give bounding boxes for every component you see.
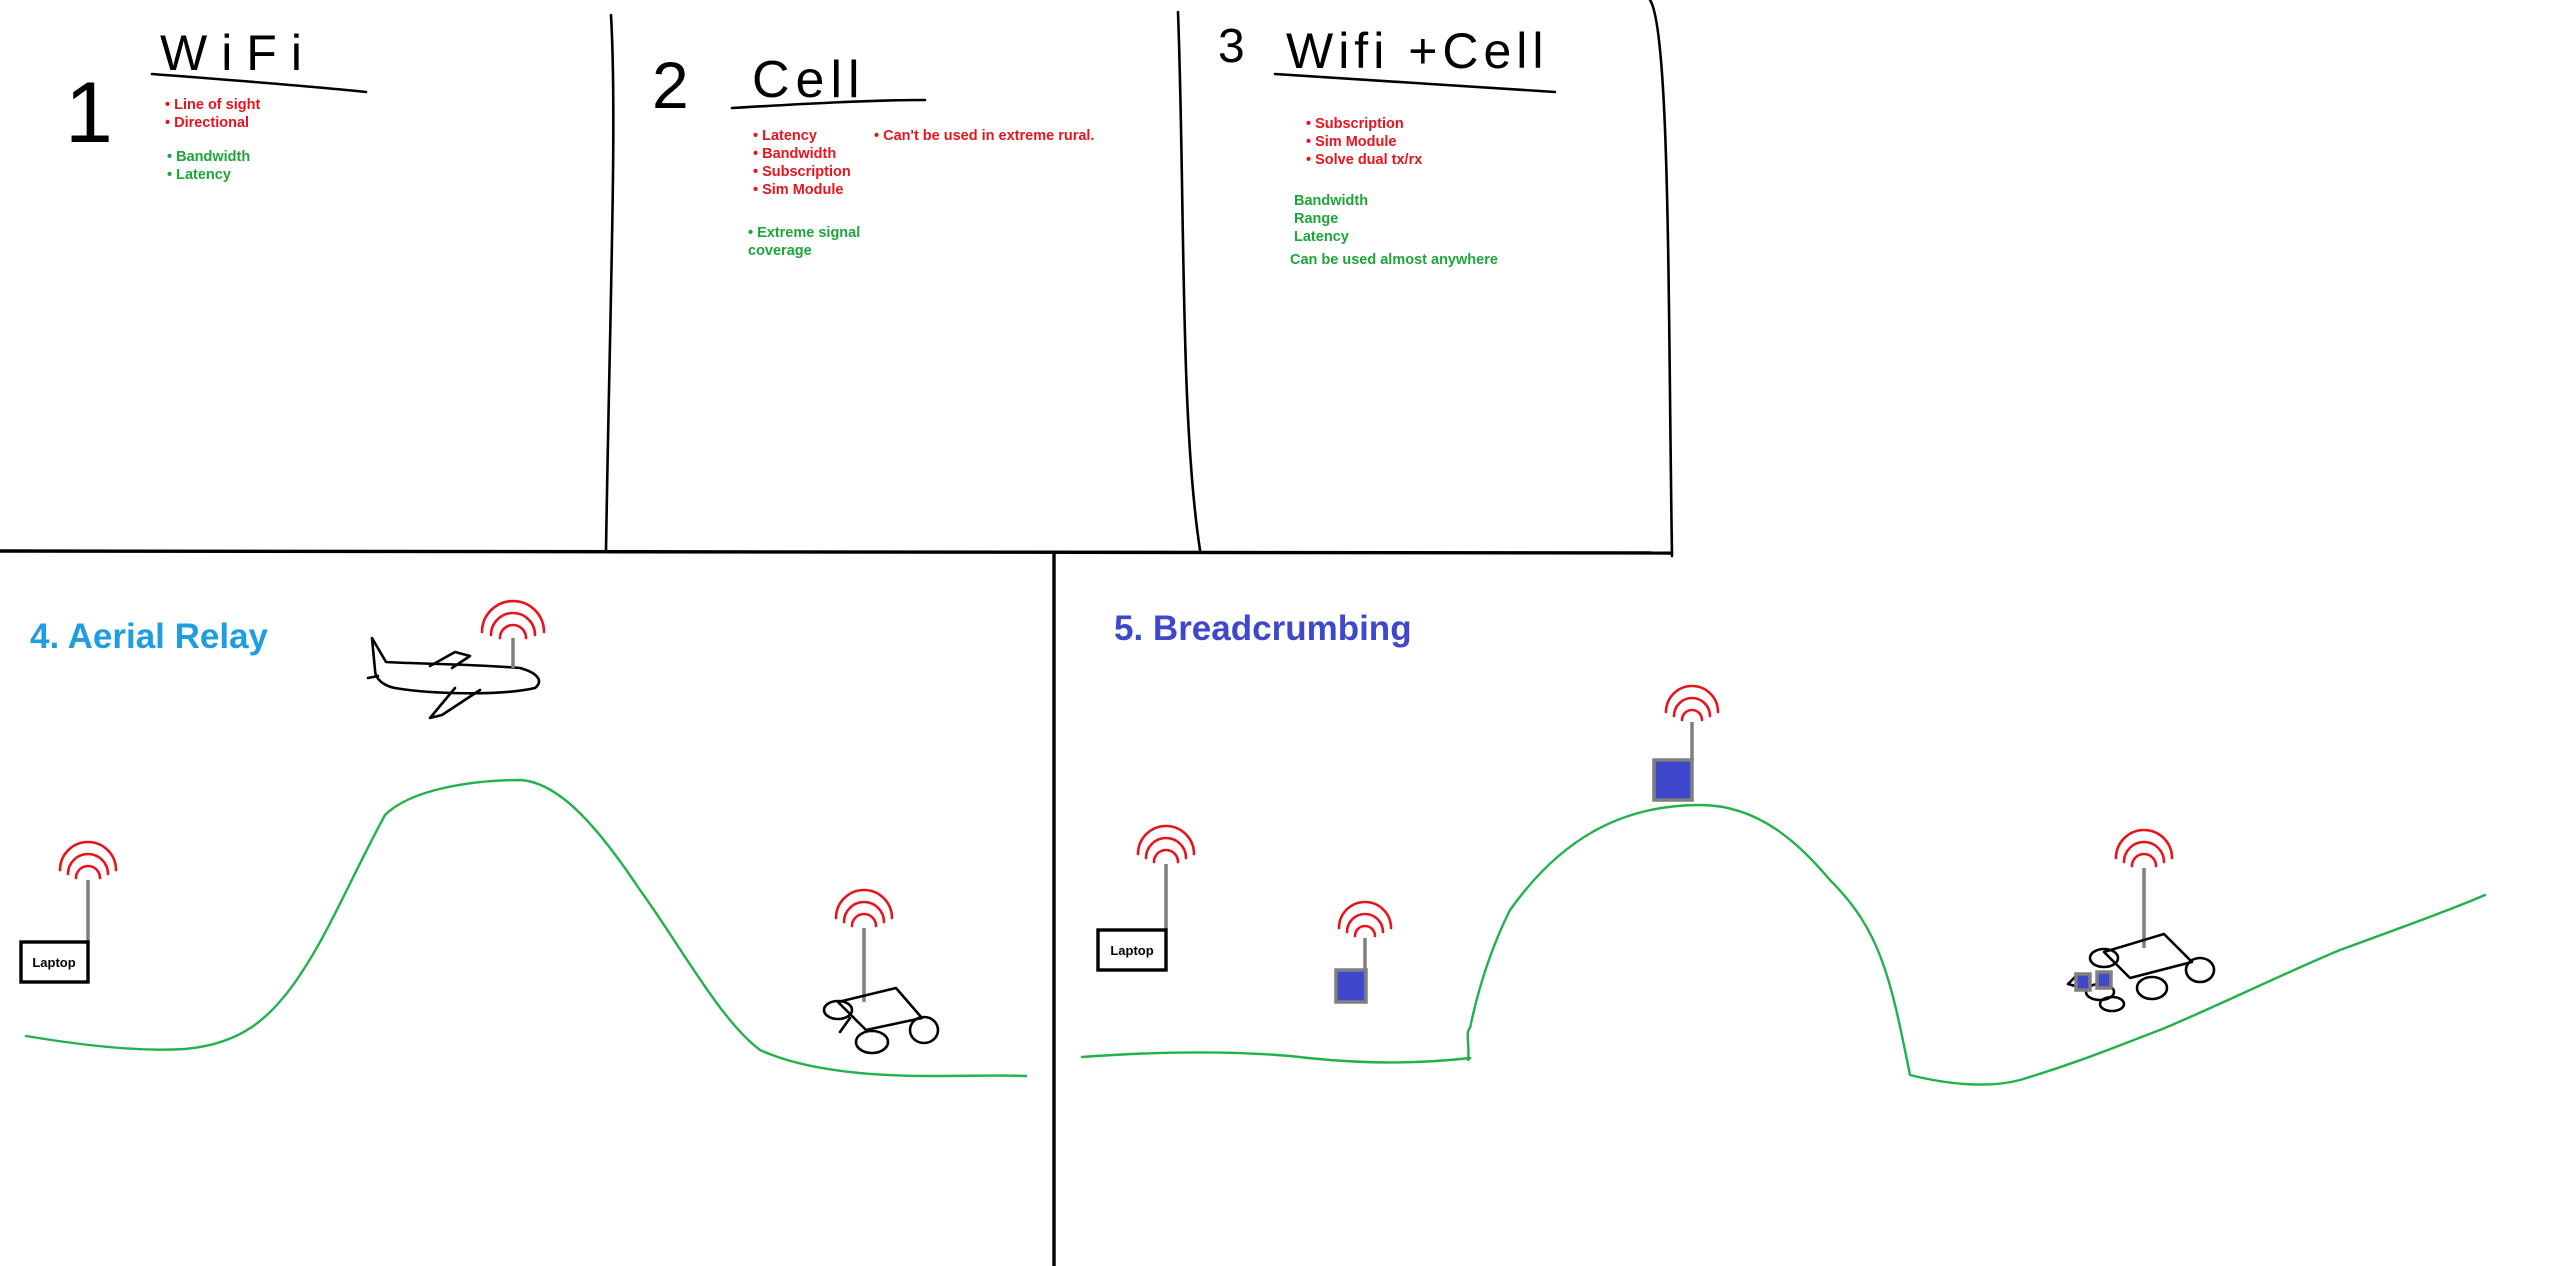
beacon-icon [1652, 684, 1720, 802]
pro-item: • Bandwidth [167, 149, 250, 165]
pro-item: Latency [1294, 229, 1349, 245]
panel-title-breadcrumbing: 5. Breadcrumbing [1114, 609, 1412, 648]
rover-icon [2066, 828, 2216, 1013]
panel-wifi: 1 WiFi • Line of sight • Directional • B… [65, 25, 368, 183]
signal-waves-icon [58, 840, 118, 880]
panel-number-2: 2 [652, 48, 689, 122]
terrain-hill [24, 778, 1028, 1078]
con-item: • Solve dual tx/rx [1306, 152, 1422, 168]
con-item: • Bandwidth [753, 146, 836, 162]
panel-title-cell: Cell [752, 51, 866, 109]
title-underline [730, 98, 927, 110]
beacon-icon [2095, 970, 2113, 990]
pro-item-extra: Can be used almost anywhere [1290, 252, 1498, 268]
pro-item: coverage [748, 243, 812, 259]
panel-title-aerial-relay: 4. Aerial Relay [30, 617, 269, 656]
terrain-hill [1080, 803, 2487, 1086]
panel-number-1: 1 [65, 65, 113, 161]
signal-waves-icon [1337, 900, 1393, 938]
pro-item: Bandwidth [1294, 193, 1368, 209]
con-item: • Latency [753, 128, 817, 144]
panel-wifi-cell: 3 Wifi +Cell • Subscription • Sim Module… [1218, 20, 1557, 268]
panel-number-3: 3 [1218, 20, 1245, 73]
beacon-icon [2074, 972, 2092, 992]
con-item-extra: • Can't be used in extreme rural. [874, 128, 1094, 144]
laptop-icon: Laptop [1096, 824, 1196, 972]
panel-cell: 2 Cell • Latency • Bandwidth • Subscript… [652, 48, 1094, 259]
con-item: • Subscription [753, 164, 851, 180]
signal-waves-icon [834, 888, 894, 928]
panel-breadcrumbing: 5. Breadcrumbing Laptop [1080, 609, 2487, 1086]
con-item: • Sim Module [1306, 134, 1396, 150]
laptop-label: Laptop [1110, 943, 1153, 958]
con-item: • Line of sight [165, 97, 260, 113]
panel-dividers [0, 0, 1674, 1266]
antenna-icon [480, 599, 546, 668]
pro-item: • Latency [167, 167, 231, 183]
rover-icon [822, 888, 940, 1055]
pro-item: Range [1294, 211, 1338, 227]
laptop-icon: Laptop [19, 840, 118, 984]
laptop-label: Laptop [32, 955, 75, 970]
con-item: • Directional [165, 115, 249, 131]
panel-title-wifi-cell: Wifi +Cell [1286, 23, 1549, 79]
con-item: • Subscription [1306, 116, 1404, 132]
signal-waves-icon [2114, 828, 2174, 868]
title-underline [1273, 72, 1557, 94]
pro-item: • Extreme signal [748, 225, 860, 241]
airplane-icon [366, 636, 541, 720]
signal-waves-icon [1136, 824, 1196, 864]
panel-title-wifi: WiFi [160, 25, 316, 81]
signal-waves-icon [1664, 684, 1720, 722]
title-underline [150, 72, 368, 94]
con-item: • Sim Module [753, 182, 843, 198]
beacon-icon [1334, 900, 1393, 1004]
panel-aerial-relay: 4. Aerial Relay Laptop [19, 599, 1028, 1078]
